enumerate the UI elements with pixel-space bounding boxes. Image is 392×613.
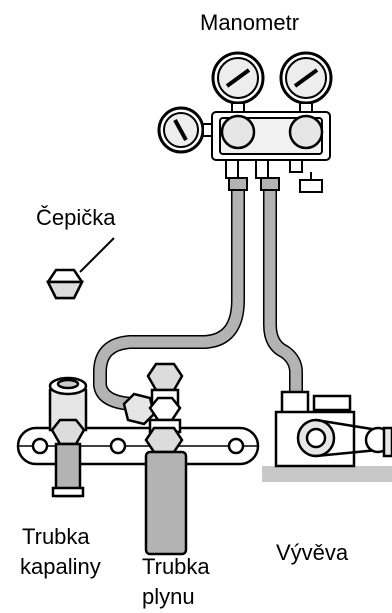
hose-coupling-right bbox=[260, 177, 280, 191]
hose-right bbox=[264, 182, 302, 401]
vacuum-pump bbox=[262, 390, 392, 482]
hose-coupling-left bbox=[228, 177, 248, 191]
valve-knob-left bbox=[220, 114, 256, 150]
valve-knob-right bbox=[288, 114, 324, 150]
label-manometer: Manometr bbox=[200, 10, 300, 35]
pump-belt bbox=[315, 418, 379, 458]
liquid-valve bbox=[48, 376, 88, 498]
label-liquid-tube-line1: Trubka bbox=[22, 524, 90, 549]
gauge-side bbox=[157, 106, 214, 154]
label-gas-tube-line1: Trubka bbox=[142, 554, 210, 579]
pump-base bbox=[262, 466, 392, 482]
hoses bbox=[93, 181, 303, 411]
manifold-port-cap bbox=[299, 179, 323, 193]
label-liquid-tube-line2: kapaliny bbox=[20, 554, 101, 579]
gauge-top-right bbox=[279, 51, 333, 116]
manifold-port-3 bbox=[289, 159, 303, 173]
manifold-port-1 bbox=[225, 159, 239, 179]
hose-left bbox=[94, 182, 244, 410]
cap-icon bbox=[45, 237, 115, 300]
label-vacuum-pump: Vývěva bbox=[276, 540, 349, 565]
label-cap: Čepička bbox=[36, 205, 116, 230]
manifold-port-2 bbox=[255, 159, 269, 179]
gauge-top-left bbox=[211, 51, 265, 116]
label-gas-tube-line2: plynu bbox=[142, 584, 195, 609]
manifold-gauge-set bbox=[157, 51, 333, 193]
gas-tube bbox=[144, 450, 188, 556]
cap-leader-line bbox=[79, 237, 115, 273]
gas-valve bbox=[122, 362, 188, 556]
